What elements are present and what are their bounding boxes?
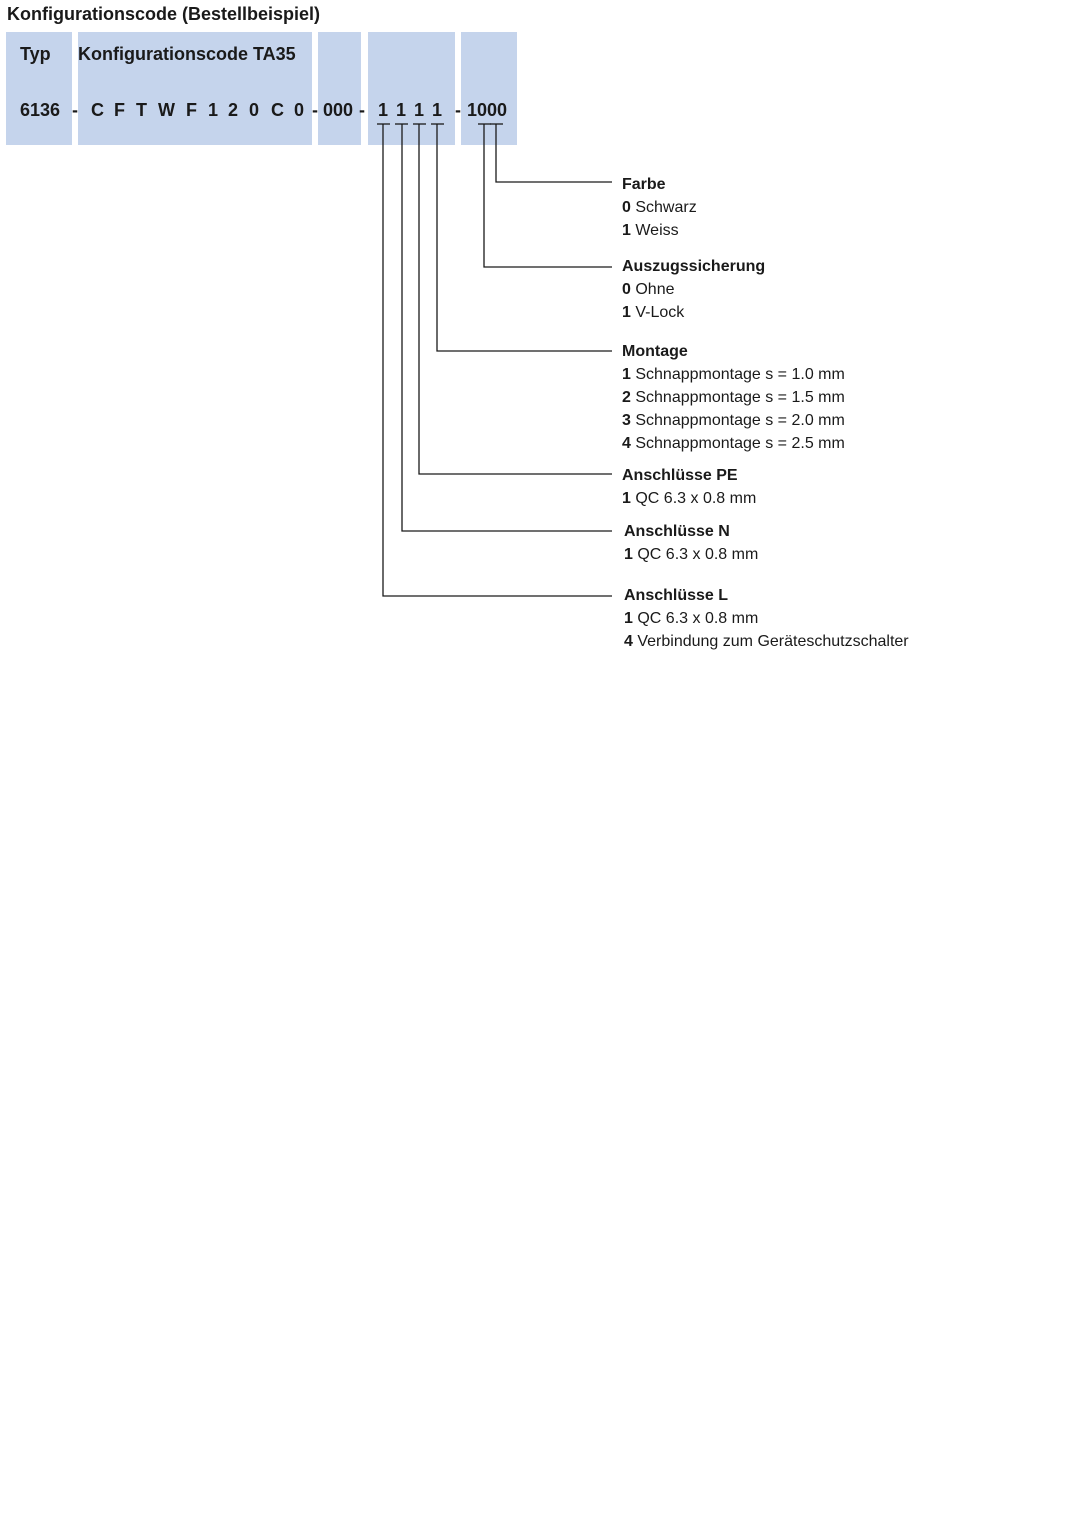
group2-code: 000 <box>323 100 354 120</box>
separator-dash: - <box>359 100 365 120</box>
anschluesse-n-leader <box>401 124 612 532</box>
legend-anschluesse-l: Anschlüsse L 1 QC 6.3 x 0.8 mm 4 Verbind… <box>624 584 909 653</box>
page-title: Konfigurationscode (Bestellbeispiel) <box>7 4 321 24</box>
legend-option: 0 Schwarz <box>622 199 697 216</box>
config-char: 0 <box>294 100 305 120</box>
config-char: F <box>186 100 197 120</box>
legend-option: 4 Schnappmontage s = 2.5 mm <box>622 435 845 452</box>
legend-heading: Anschlüsse N <box>624 523 730 540</box>
separator-dash: - <box>455 100 461 120</box>
config-box <box>78 32 312 145</box>
legend-montage: Montage 1 Schnappmontage s = 1.0 mm 2 Sc… <box>622 340 845 455</box>
legend-option: 1 QC 6.3 x 0.8 mm <box>624 610 759 627</box>
anschluesse-l-leader <box>382 124 612 597</box>
legend-auszugssicherung: Auszugssicherung 0 Ohne 1 V-Lock <box>622 255 765 324</box>
typ-code: 6136 <box>20 100 61 120</box>
legend-option: 3 Schnappmontage s = 2.0 mm <box>622 412 845 429</box>
legend-anschluesse-pe: Anschlüsse PE 1 QC 6.3 x 0.8 mm <box>622 464 756 510</box>
legend-option: 1 Weiss <box>622 222 679 239</box>
legend-heading: Farbe <box>622 176 666 193</box>
config-char: 0 <box>249 100 260 120</box>
legend-heading: Auszugssicherung <box>622 258 766 275</box>
legend-option: 2 Schnappmontage s = 1.5 mm <box>622 389 845 406</box>
legend-option: 4 Verbindung zum Geräteschutzschalter <box>624 633 909 650</box>
group3-digit: 1 <box>432 100 443 120</box>
legend-heading: Montage <box>622 343 688 360</box>
config-char: C <box>271 100 284 120</box>
auszugssicherung-leader <box>483 124 612 268</box>
typ-header: Typ <box>20 44 51 64</box>
group2-box <box>318 32 361 145</box>
legend-option: 1 V-Lock <box>622 304 685 321</box>
legend-heading: Anschlüsse PE <box>622 467 738 484</box>
separator-dash: - <box>72 100 78 120</box>
group3-digit: 1 <box>414 100 425 120</box>
leader-lines <box>377 123 612 597</box>
legend-option: 0 Ohne <box>622 281 675 298</box>
config-char: T <box>136 100 147 120</box>
montage-leader <box>436 124 612 352</box>
separator-dash: - <box>312 100 318 120</box>
farbe-leader <box>495 124 612 183</box>
group4-code: 1000 <box>467 100 508 120</box>
config-char: W <box>158 100 175 120</box>
config-char: F <box>114 100 125 120</box>
legend-anschluesse-n: Anschlüsse N 1 QC 6.3 x 0.8 mm <box>624 520 758 566</box>
legend-option: 1 QC 6.3 x 0.8 mm <box>622 490 757 507</box>
group3-digit: 1 <box>378 100 389 120</box>
config-header: Konfigurationscode TA35 <box>78 44 296 64</box>
group3-digit: 1 <box>396 100 407 120</box>
group4-box <box>461 32 517 145</box>
legend-option: 1 QC 6.3 x 0.8 mm <box>624 546 759 563</box>
config-char: 1 <box>208 100 219 120</box>
config-char: 2 <box>228 100 239 120</box>
typ-box <box>6 32 72 145</box>
legend-option: 1 Schnappmontage s = 1.0 mm <box>622 366 845 383</box>
anschluesse-pe-leader <box>418 124 612 475</box>
config-char: C <box>91 100 104 120</box>
legend-heading: Anschlüsse L <box>624 587 729 604</box>
legend-farbe: Farbe 0 Schwarz 1 Weiss <box>622 173 697 242</box>
